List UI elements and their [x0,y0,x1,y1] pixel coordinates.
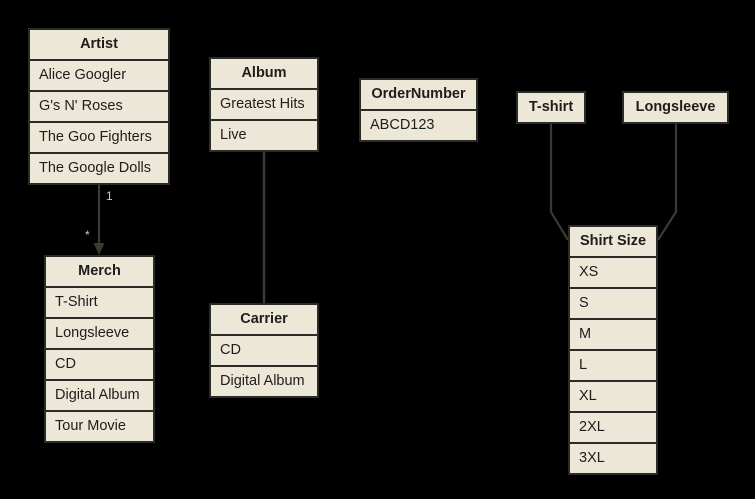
entity-longsleeve-title: Longsleeve [624,93,727,122]
entity-carrier[interactable]: Carrier CD Digital Album [209,303,319,398]
entity-carrier-row[interactable]: Digital Album [211,367,317,396]
entity-artist-row[interactable]: The Goo Fighters [30,123,168,152]
entity-artist[interactable]: Artist Alice Googler G's N' Roses The Go… [28,28,170,185]
entity-merch[interactable]: Merch T-Shirt Longsleeve CD Digital Albu… [44,255,155,443]
entity-merch-row[interactable]: T-Shirt [46,288,153,317]
arrowhead-merch [93,243,105,255]
entity-merch-row[interactable]: Longsleeve [46,319,153,348]
entity-shirt-size-row[interactable]: S [570,289,656,318]
connector-longsleeve-shirtsize [657,121,678,241]
entity-shirt-size-row[interactable]: 3XL [570,444,656,473]
entity-carrier-row[interactable]: CD [211,336,317,365]
entity-album-title: Album [211,59,317,88]
entity-shirt-size-title: Shirt Size [570,227,656,256]
entity-shirt-size-row[interactable]: M [570,320,656,349]
entity-album-row[interactable]: Greatest Hits [211,90,317,119]
entity-artist-row[interactable]: Alice Googler [30,61,168,90]
entity-shirt-size-row[interactable]: 2XL [570,413,656,442]
entity-shirt-size-row[interactable]: XS [570,258,656,287]
entity-shirt-size[interactable]: Shirt Size XS S M L XL 2XL 3XL [568,225,658,475]
entity-t-shirt-title: T-shirt [518,93,584,122]
entity-longsleeve[interactable]: Longsleeve [622,91,729,124]
entity-artist-title: Artist [30,30,168,59]
entity-order-number[interactable]: OrderNumber ABCD123 [359,78,478,142]
edge-label-merch-multiplicity: * [85,228,90,242]
entity-t-shirt[interactable]: T-shirt [516,91,586,124]
entity-shirt-size-row[interactable]: XL [570,382,656,411]
edge-label-artist-multiplicity: 1 [106,189,113,203]
entity-order-number-row[interactable]: ABCD123 [361,111,476,140]
entity-order-number-title: OrderNumber [361,80,476,109]
entity-album-row[interactable]: Live [211,121,317,150]
connector-tshirt-shirtsize [549,121,569,241]
entity-shirt-size-row[interactable]: L [570,351,656,380]
entity-album[interactable]: Album Greatest Hits Live [209,57,319,152]
entity-artist-row[interactable]: The Google Dolls [30,154,168,183]
entity-carrier-title: Carrier [211,305,317,334]
entity-artist-row[interactable]: G's N' Roses [30,92,168,121]
entity-merch-title: Merch [46,257,153,286]
entity-merch-row[interactable]: Tour Movie [46,412,153,441]
entity-merch-row[interactable]: CD [46,350,153,379]
entity-merch-row[interactable]: Digital Album [46,381,153,410]
